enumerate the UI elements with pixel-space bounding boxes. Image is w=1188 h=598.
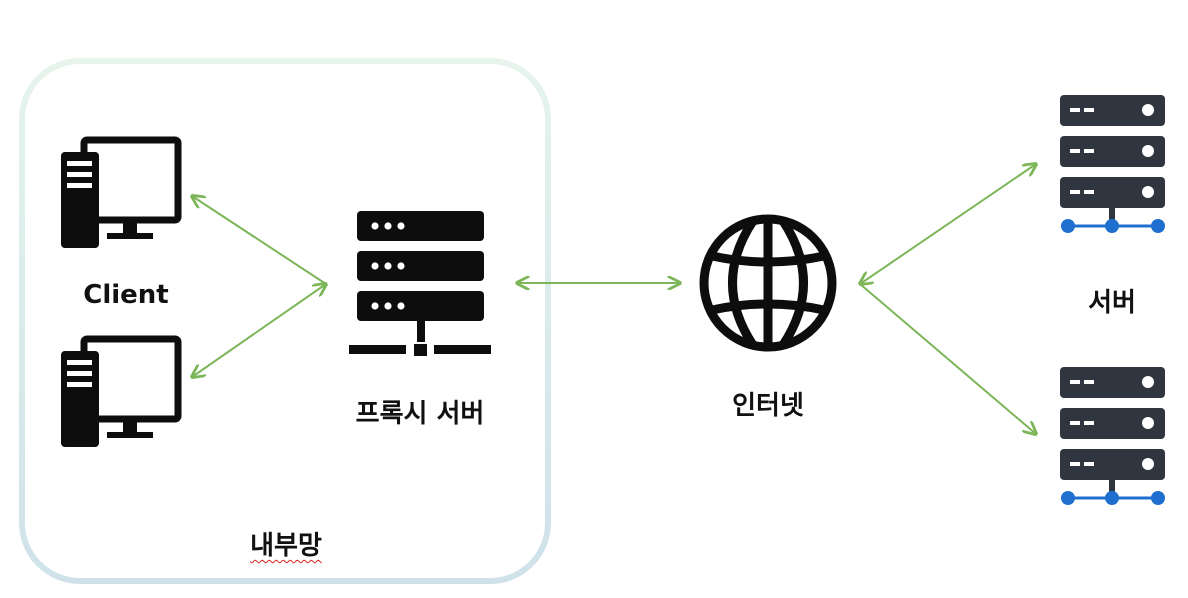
client-label: Client bbox=[83, 280, 169, 310]
arrow-internet-server-top bbox=[860, 164, 1036, 284]
network-server-icon bbox=[1060, 367, 1165, 505]
server-rack-icon bbox=[349, 211, 491, 356]
arrow-internet-server-bottom bbox=[859, 283, 1036, 434]
internet-label: 인터넷 bbox=[732, 391, 804, 421]
proxy-server-label: 프록시 서버 bbox=[355, 399, 485, 429]
desktop-computer-icon bbox=[61, 136, 182, 248]
globe-icon bbox=[699, 214, 837, 352]
arrow-client-bottom-proxy bbox=[192, 284, 326, 377]
arrow-client-top-proxy bbox=[192, 196, 327, 285]
desktop-computer-icon bbox=[61, 335, 182, 447]
internal-network-box bbox=[19, 58, 551, 584]
internal-network-label: 내부망 bbox=[250, 531, 322, 561]
server-label: 서버 bbox=[1088, 288, 1136, 318]
network-server-icon bbox=[1060, 95, 1165, 233]
